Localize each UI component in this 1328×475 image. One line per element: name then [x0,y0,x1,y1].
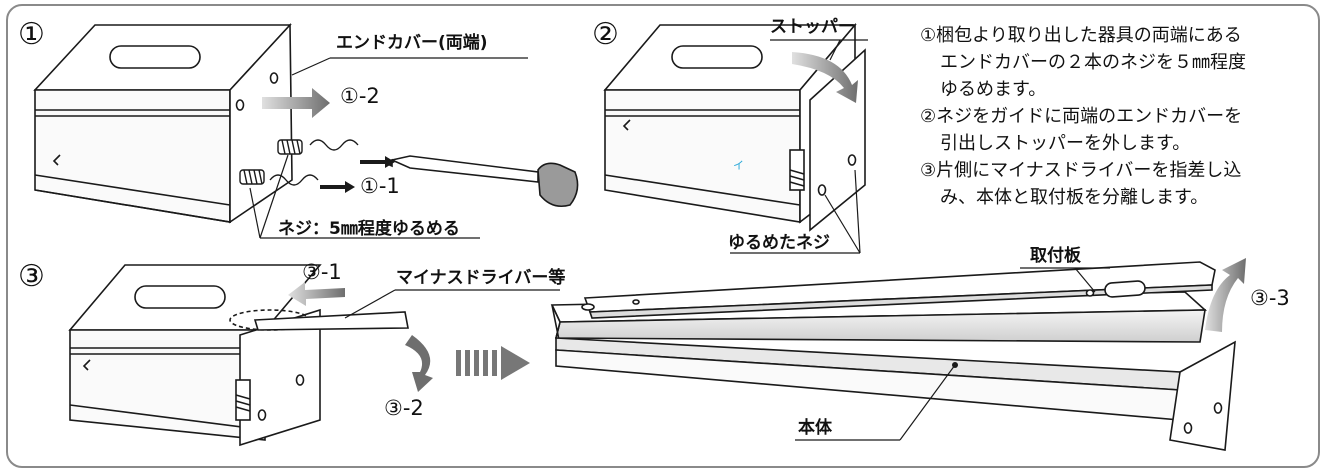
instruction-line: 引出しストッパーを外します。 [940,133,1191,154]
loosened-screw-label: ゆるめたネジ [728,233,830,253]
screwdriver-step1 [382,155,579,208]
instruction-line: エンドカバーの２本のネジを５㎜程度 [940,52,1246,73]
step-1-2-label: ①-2 [340,84,380,108]
instructions: ①梱包より取り出した器具の両端にある エンドカバーの２本のネジを５㎜程度 ゆるめ… [920,22,1320,211]
pull-arrow-1-2 [262,88,330,118]
instruction-line: ③片側にマイナスドライバーを指差し込 [920,160,1242,181]
mark-i: イ [733,159,744,172]
arrow-3-3 [1205,258,1246,332]
fixture-long [550,261,1236,451]
instruction-line: ゆるめます。 [940,79,1047,100]
body-dot [952,362,958,368]
loosen-screw-label: ネジ：5㎜程度ゆるめる [278,219,460,239]
step-3-1-label: ③-1 [302,260,342,284]
leaders-long [795,267,1110,441]
step-3-3-label: ③-3 [1250,286,1290,310]
stopper-label: ストッパー [770,17,855,37]
fixture-step2 [603,22,866,232]
step-3-2-label: ③-2 [384,396,424,420]
instruction-line: み、本体と取付板を分離します。 [940,187,1209,208]
transition-arrow [456,346,530,380]
mounting-plate-label: 取付板 [1030,246,1081,266]
instruction-line: ②ネジをガイドに両端のエンドカバーを [920,106,1243,127]
step-2-marker: ② [592,17,619,52]
motion-arrows-step1 [320,156,395,193]
stopper-arrow [792,52,858,103]
flathead-driver-label: マイナスドライバー等 [396,268,566,288]
instruction-line: ①梱包より取り出した器具の両端にある [920,25,1242,46]
leaders-step1 [249,57,528,239]
leaders-step3 [344,289,560,319]
fixture-step1 [33,22,293,224]
step-1-1-label: ①-1 [360,174,400,198]
main-body-label: 本体 [798,418,832,438]
end-cover-label: エンドカバー(両端) [336,33,488,53]
step-1-marker: ① [18,17,45,52]
driver-step3 [253,311,409,331]
arrow-3-2 [405,335,433,392]
step-3-marker: ③ [18,259,45,294]
fixture-step3 [68,264,322,447]
leaders-step2 [730,39,868,254]
arrow-3-1 [288,282,345,306]
screws-step1 [239,139,359,186]
